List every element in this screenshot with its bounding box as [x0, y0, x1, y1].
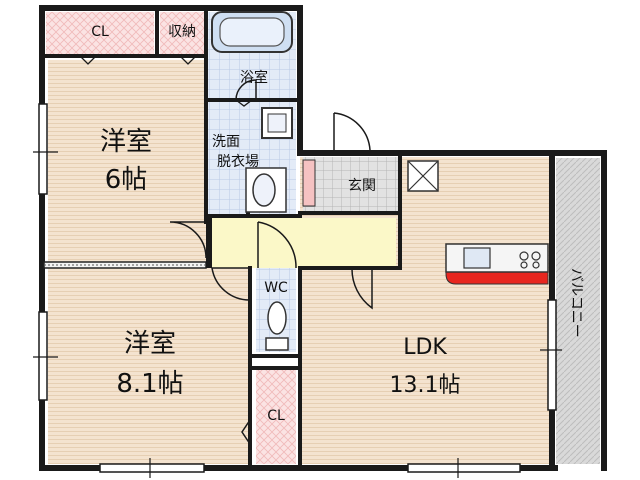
closet-top-label: CL — [91, 24, 109, 40]
storage-floor — [160, 12, 204, 54]
balcony-floor — [556, 158, 600, 464]
ldk-name: LDK — [403, 335, 447, 360]
windows — [38, 103, 557, 473]
ldk-size: 13.1帖 — [390, 373, 461, 398]
bath-label: 浴室 — [240, 69, 268, 86]
western-8-name: 洋室 — [124, 329, 176, 359]
storage-cross-icon — [407, 160, 439, 192]
washing-machine-icon — [261, 107, 293, 139]
room-western-6-floor — [48, 60, 206, 265]
western-6-name: 洋室 — [100, 127, 152, 157]
shoe-cabinet — [302, 159, 316, 207]
room-western-8-floor — [48, 268, 248, 464]
toilet-icon — [265, 301, 289, 351]
washbasin-icon — [245, 167, 287, 213]
entrance-label: 玄関 — [348, 177, 376, 194]
washroom-label-line1: 洗面 — [212, 134, 240, 150]
hallway-floor — [206, 218, 396, 268]
kitchen-counter-icon — [445, 243, 549, 285]
washroom-label-line2: 脱衣場 — [217, 154, 259, 170]
entrance-floor — [303, 157, 399, 213]
closet-top-floor — [46, 12, 154, 54]
western-6-size: 6帖 — [105, 165, 148, 195]
wc-label: WC — [264, 280, 288, 296]
western-8-size: 8.1帖 — [116, 369, 183, 399]
closet-bottom-label: CL — [267, 408, 285, 424]
closet-bottom-floor — [256, 370, 296, 464]
storage-label: 収納 — [168, 24, 196, 40]
doors — [169, 79, 400, 445]
balcony-label: バルコニー — [568, 268, 584, 338]
bathtub-icon — [211, 11, 293, 53]
